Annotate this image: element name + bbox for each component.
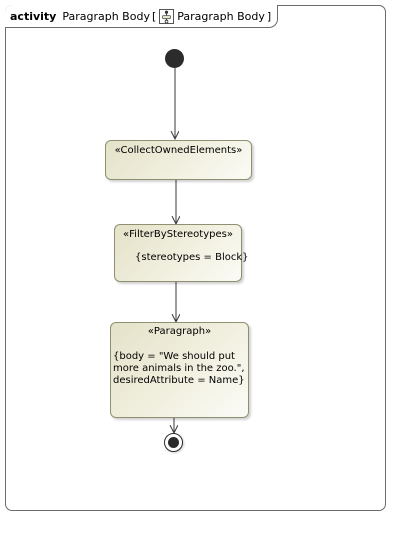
activity-diagram-icon <box>159 8 175 24</box>
activity-final-node[interactable] <box>164 433 183 452</box>
activity-final-inner-dot <box>168 437 179 448</box>
initial-node[interactable] <box>165 49 184 68</box>
filter-stereotype-label: «FilterByStereotypes» <box>123 229 233 240</box>
action-paragraph[interactable]: «Paragraph» {body = "We should put more … <box>110 322 249 418</box>
paragraph-body-text: {body = "We should put more animals in t… <box>113 351 245 386</box>
paragraph-stereotype-label: «Paragraph» <box>147 326 212 337</box>
diagram-frame-header: activity Paragraph Body [ Paragraph Body… <box>5 5 279 28</box>
open-bracket: [ <box>151 9 157 23</box>
frame-name: Paragraph Body <box>62 9 150 23</box>
frame-kind-keyword: activity <box>10 9 57 23</box>
close-bracket: ] <box>266 9 272 23</box>
action-filter-by-stereotypes[interactable]: «FilterByStereotypes» {stereotypes = Blo… <box>114 224 249 282</box>
collect-stereotype-label: «CollectOwnedElements» <box>114 145 243 156</box>
filter-body-text: {stereotypes = Block} <box>135 252 249 263</box>
action-collect-owned-elements[interactable]: «CollectOwnedElements» <box>105 140 252 180</box>
diagram-name: Paragraph Body <box>177 9 265 23</box>
